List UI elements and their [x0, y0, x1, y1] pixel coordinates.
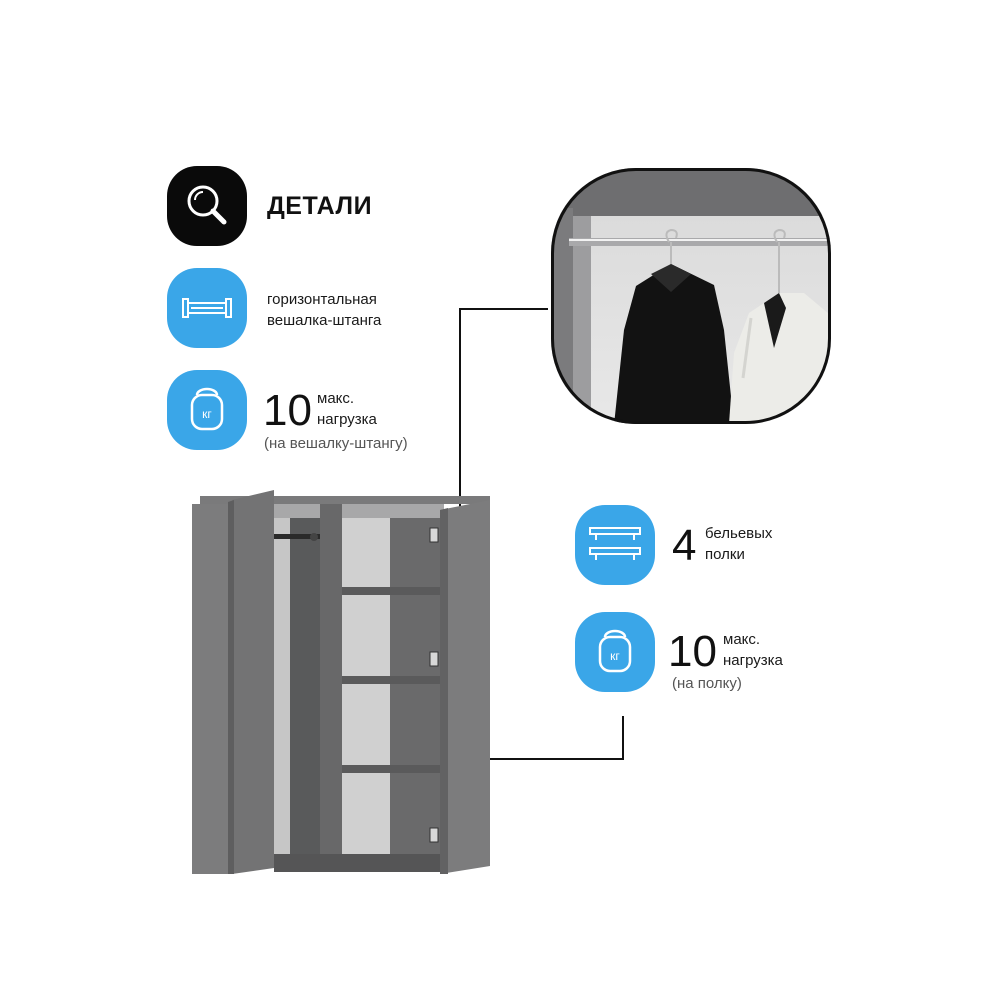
- shelf-load-label: макс. нагрузка: [723, 629, 783, 671]
- rail-detail-photo: [551, 168, 831, 429]
- shelves-icon: [589, 527, 641, 560]
- svg-text:кг: кг: [202, 407, 212, 421]
- shelves-value: 4: [672, 521, 697, 570]
- rail-load-note: (на вешалку-штангу): [264, 435, 408, 452]
- weight-kg-icon: кг: [598, 629, 632, 673]
- shelf-load-badge: кг: [575, 612, 655, 692]
- weight-kg-icon: кг: [190, 387, 224, 431]
- shelf-load-line2: нагрузка: [723, 652, 783, 669]
- rail-leader-h-top: [460, 308, 548, 310]
- rail-load-value: 10: [263, 386, 312, 435]
- rail-line2: вешалка-штанга: [267, 312, 382, 329]
- shelf-load-line1: макс.: [723, 631, 761, 648]
- shelves-label: бельевых полки: [705, 523, 772, 565]
- page-title: ДЕТАЛИ: [267, 192, 373, 220]
- shelf-load-value: 10: [668, 627, 717, 676]
- rail-leader-v: [459, 308, 461, 556]
- rail-badge: [167, 268, 247, 348]
- rail-text: горизонтальная вешалка-штанга: [267, 289, 381, 331]
- shelf-load-note: (на полку): [672, 675, 742, 692]
- rail-load-line2: нагрузка: [317, 411, 377, 428]
- rail-load-label: макс. нагрузка: [317, 388, 377, 430]
- shelves-badge: [575, 505, 655, 585]
- shelf-leader-v: [622, 716, 624, 760]
- rail-load-badge: кг: [167, 370, 247, 450]
- shelves-line2: полки: [705, 546, 745, 563]
- hanger-rail-icon: [182, 298, 232, 318]
- rail-load-line1: макс.: [317, 390, 355, 407]
- shelves-line1: бельевых: [705, 525, 773, 542]
- svg-text:кг: кг: [610, 649, 620, 663]
- wardrobe-illustration: [190, 488, 500, 885]
- magnifier-icon: [187, 185, 227, 225]
- rail-line1: горизонтальная: [267, 291, 377, 308]
- shelf-leader-h: [442, 758, 624, 760]
- details-badge: [167, 166, 247, 246]
